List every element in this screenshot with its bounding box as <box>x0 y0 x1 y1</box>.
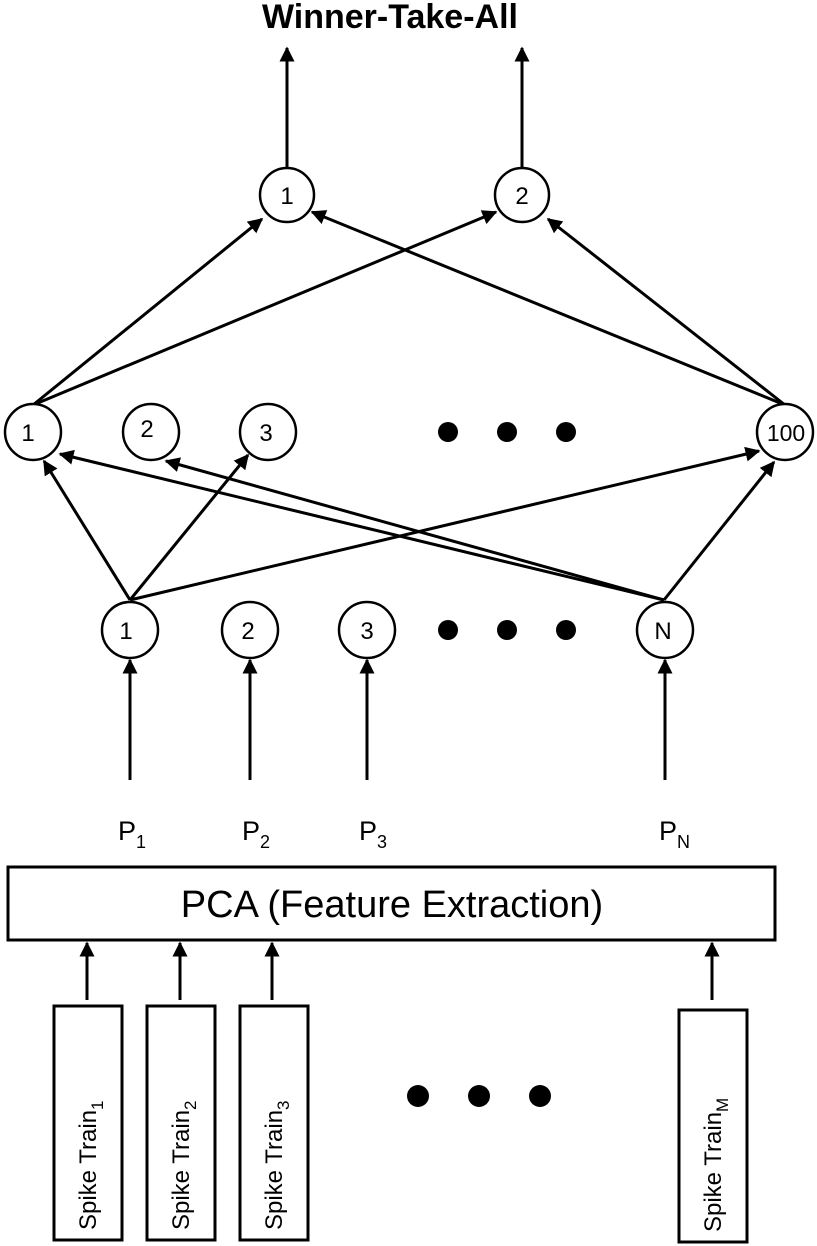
spike-train-2: Spike Train2 <box>145 1004 217 1242</box>
pca-output-p3: P3 <box>359 816 387 852</box>
spike-train-ellipsis <box>407 1085 551 1107</box>
pca-label: PCA (Feature Extraction) <box>181 884 603 926</box>
pca-output-pN: PN <box>659 816 690 852</box>
edge-i1-h100 <box>129 446 761 602</box>
spike-train-M-label: Spike TrainM <box>700 1098 732 1232</box>
input-node-N-label: N <box>654 618 671 645</box>
output-node-1-label: 1 <box>280 183 293 210</box>
input-node-2-label: 2 <box>241 618 254 645</box>
input-node-N: N <box>635 600 695 660</box>
output-node-2: 2 <box>493 166 551 224</box>
spike-train-M: Spike TrainM <box>677 1008 749 1244</box>
hidden-node-1: 1 <box>3 402 63 462</box>
spike-train-2-label: Spike Train2 <box>168 1100 200 1230</box>
hidden-node-100: 100 <box>755 402 815 462</box>
edge-h1-o1 <box>32 217 264 407</box>
input-node-1-label: 1 <box>119 618 132 645</box>
output-node-2-label: 2 <box>515 183 528 210</box>
hidden-node-3-label: 3 <box>259 420 272 447</box>
edge-iN-h1 <box>58 449 665 602</box>
hidden-node-2-label: 2 <box>140 416 153 443</box>
spike-train-1-label: Spike Train1 <box>75 1100 107 1230</box>
edge-h100-o1 <box>310 210 786 407</box>
input-node-1: 1 <box>100 600 160 660</box>
spike-train-3: Spike Train3 <box>238 1004 310 1242</box>
hidden-node-2: 2 <box>121 402 181 462</box>
diagram-title: Winner-Take-All <box>262 0 518 36</box>
input-ellipsis <box>438 620 576 640</box>
input-node-3: 3 <box>337 600 397 660</box>
output-node-1: 1 <box>258 166 316 224</box>
input-node-3-label: 3 <box>360 618 373 645</box>
hidden-node-100-label: 100 <box>767 420 805 446</box>
hidden-node-1-label: 1 <box>21 420 34 447</box>
spike-train-1: Spike Train1 <box>52 1004 124 1242</box>
spike-train-3-label: Spike Train3 <box>261 1100 293 1230</box>
pca-output-p2: P2 <box>242 816 270 852</box>
hidden-ellipsis <box>438 422 576 442</box>
pca-box: PCA (Feature Extraction) <box>6 865 777 942</box>
edge-i1-h1 <box>42 459 132 601</box>
edge-h1-o2 <box>32 210 498 407</box>
input-node-2: 2 <box>220 600 280 660</box>
edge-iN-h100 <box>662 460 776 601</box>
hidden-node-3: 3 <box>238 402 298 462</box>
edge-h100-o2 <box>546 217 786 407</box>
pca-output-p1: P1 <box>118 816 146 852</box>
edge-i1-h3 <box>128 453 250 601</box>
edge-iN-h2 <box>164 457 665 602</box>
